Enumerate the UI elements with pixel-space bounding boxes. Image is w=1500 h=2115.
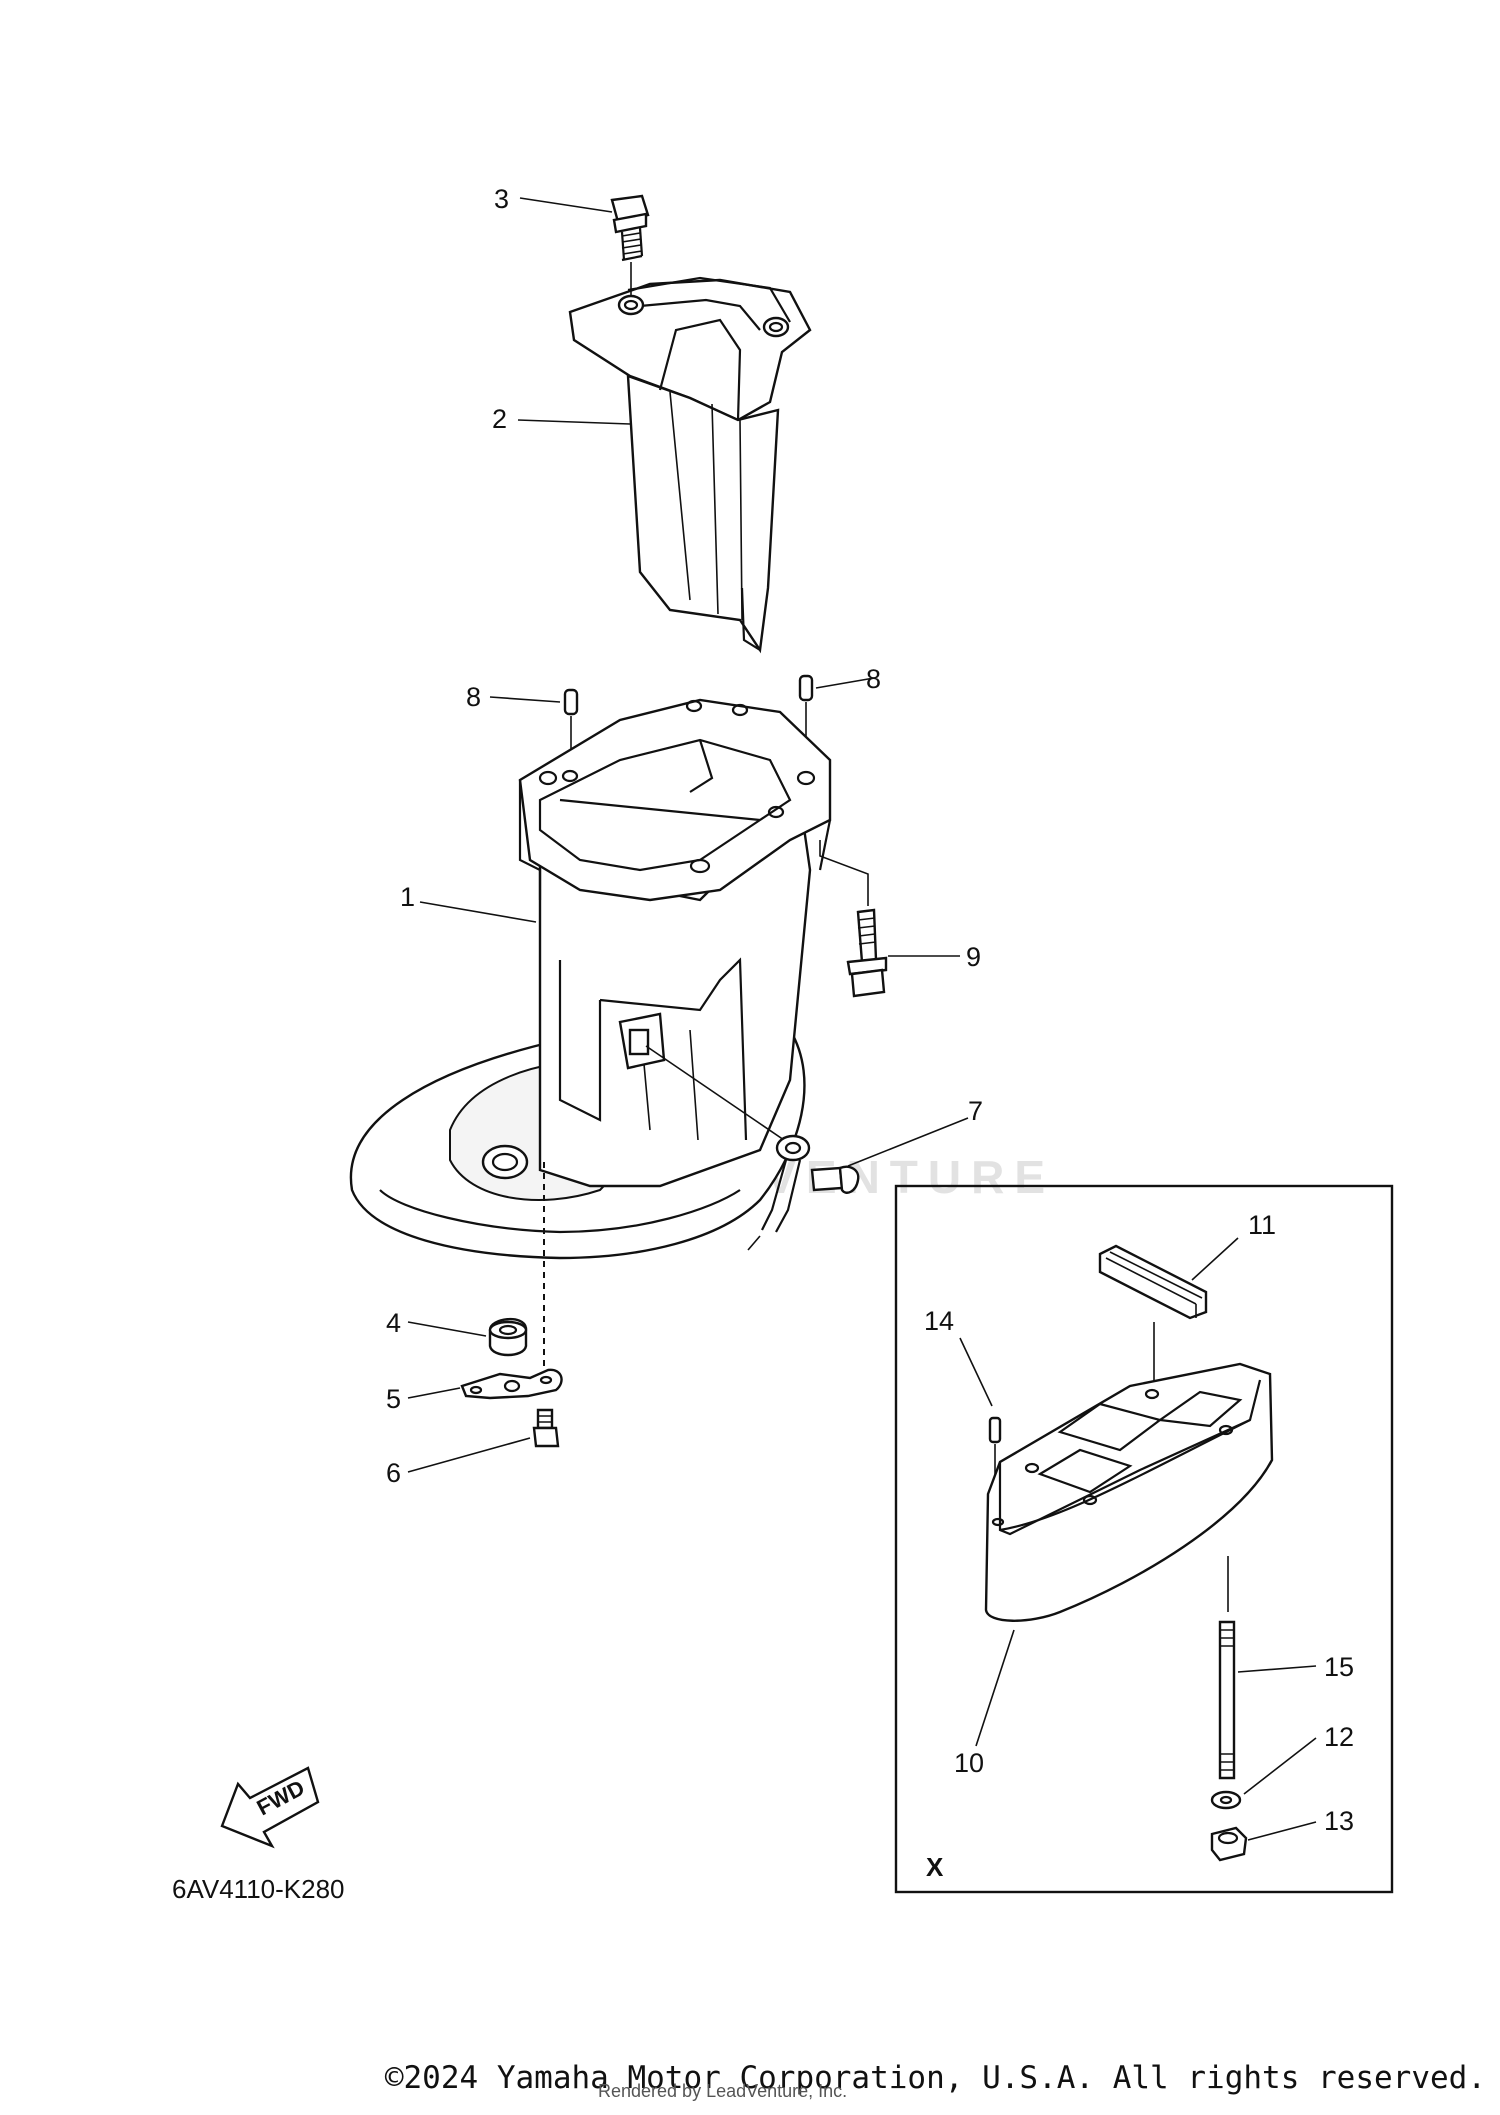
callout-8-right: 8 [866,664,881,694]
part-9-bolt [819,840,888,998]
callout-5: 5 [386,1384,401,1414]
inset-label: X [926,1852,944,1882]
part-6-bolt [532,1408,560,1448]
copyright-notice: ©2024 Yamaha Motor Corporation, U.S.A. A… [384,2060,1486,2096]
callout-12: 12 [1324,1722,1354,1752]
part-15-stud [1218,1556,1236,1780]
leader-lines [407,197,1317,1841]
part-2-upper-guide [568,276,812,654]
part-1-upper-casing [349,698,832,1260]
callout-6: 6 [386,1458,401,1488]
callout-3: 3 [494,184,509,214]
part-11-seal [1098,1244,1208,1430]
callout-1: 1 [400,882,415,912]
callout-numbers: 3 2 8 8 1 9 7 4 5 6 11 14 10 15 12 13 [386,184,1354,1836]
part-4-grommet [488,1318,528,1357]
callout-15: 15 [1324,1652,1354,1682]
callout-8-left: 8 [466,682,481,712]
part-3-bolt [610,194,650,262]
callout-10: 10 [954,1748,984,1778]
callout-4: 4 [386,1308,401,1338]
callout-14: 14 [924,1306,954,1336]
callout-13: 13 [1324,1806,1354,1836]
callout-7: 7 [968,1096,983,1126]
callout-9: 9 [966,942,981,972]
callout-11: 11 [1248,1210,1276,1240]
rendered-by-credit: Rendered by LeadVenture, Inc. [598,2081,848,2101]
fwd-arrow-icon: FWD [220,1766,320,1849]
part-7-screw-ground-lead [645,1045,860,1251]
inset-frame [894,1184,1394,1894]
part-10-spacer [984,1362,1274,1622]
part-13-nut [1210,1826,1248,1862]
callout-2: 2 [492,404,507,434]
part-12-washer [1210,1790,1242,1810]
part-code: 6AV4110-K280 [172,1874,345,1904]
part-5-plate [460,1368,563,1400]
